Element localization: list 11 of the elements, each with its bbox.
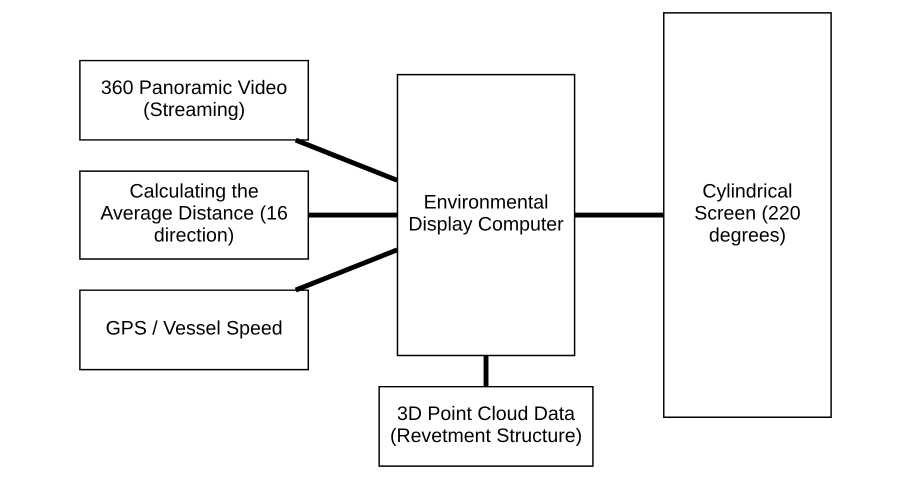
node-box: 3D Point Cloud Data (Revetment Structure) (378, 386, 594, 467)
node-box: Environmental Display Computer (396, 74, 575, 356)
node-box: GPS / Vessel Speed (78, 289, 309, 370)
node-box: Calculating the Average Distance (16 direction) (78, 170, 309, 260)
node-box: 360 Panoramic Video (Streaming) (78, 60, 309, 141)
connector (294, 248, 398, 292)
node-box: Cylindrical Screen (220 degrees) (662, 12, 832, 418)
connector (574, 212, 663, 218)
connector (294, 138, 398, 183)
connector (483, 356, 488, 386)
connector (308, 212, 397, 218)
